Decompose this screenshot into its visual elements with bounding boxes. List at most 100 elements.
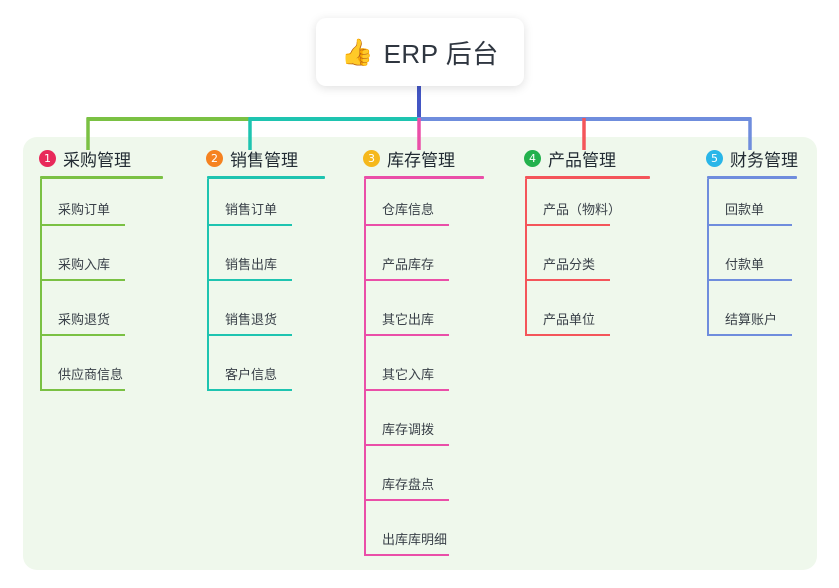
- leaf-rule: [364, 279, 449, 281]
- column-title: 财务管理: [730, 150, 798, 170]
- leaf-item[interactable]: 采购入库: [23, 234, 186, 289]
- leaf-rule: [40, 389, 125, 391]
- column-header-rule: [207, 176, 325, 179]
- column-spine: [525, 179, 527, 336]
- leaf-label: 库存调拨: [382, 422, 435, 437]
- leaf-rule: [707, 224, 792, 226]
- column-title: 产品管理: [548, 150, 616, 170]
- leaf-rule: [40, 334, 125, 336]
- leaf-item[interactable]: 其它出库: [347, 289, 507, 344]
- column-1: 1 采购管理采购订单采购入库采购退货供应商信息: [23, 146, 186, 399]
- column-2: 2 销售管理销售订单销售出库销售退货客户信息: [190, 146, 348, 399]
- column-header-rule: [40, 176, 163, 179]
- leaf-label: 采购入库: [58, 257, 111, 272]
- leaf-rule: [364, 334, 449, 336]
- leaf-rule: [364, 554, 449, 556]
- leaf-label: 采购退货: [58, 312, 111, 327]
- leaf-label: 产品（物料）: [543, 202, 622, 217]
- column-header-rule: [364, 176, 484, 179]
- column-spine: [207, 179, 209, 391]
- root-node-title: ERP 后台: [383, 38, 499, 69]
- leaf-item[interactable]: 采购退货: [23, 289, 186, 344]
- column-header-1[interactable]: 1 采购管理: [23, 146, 186, 170]
- leaf-label: 销售订单: [225, 202, 278, 217]
- leaf-item[interactable]: 其它入库: [347, 344, 507, 399]
- leaf-item[interactable]: 产品库存: [347, 234, 507, 289]
- leaf-item[interactable]: 结算账户: [690, 289, 820, 344]
- column-header-4[interactable]: 4 产品管理: [508, 146, 673, 170]
- column-5: 5 财务管理回款单付款单结算账户: [690, 146, 820, 344]
- leaf-item[interactable]: 销售订单: [190, 179, 348, 234]
- leaf-label: 其它入库: [382, 367, 435, 382]
- leaf-label: 供应商信息: [58, 367, 124, 382]
- leaf-item[interactable]: 仓库信息: [347, 179, 507, 234]
- leaf-list: 销售订单销售出库销售退货客户信息: [190, 179, 348, 399]
- leaf-item[interactable]: 供应商信息: [23, 344, 186, 399]
- leaf-label: 出库库明细: [382, 532, 448, 547]
- content-panel: [23, 137, 817, 570]
- leaf-label: 其它出库: [382, 312, 435, 327]
- root-node-card[interactable]: 👍 ERP 后台: [316, 18, 524, 86]
- column-badge-5: 5: [706, 149, 723, 167]
- column-title: 采购管理: [63, 150, 131, 170]
- leaf-list: 仓库信息产品库存其它出库其它入库库存调拨库存盘点出库库明细: [347, 179, 507, 564]
- leaf-item[interactable]: 付款单: [690, 234, 820, 289]
- column-header-rule: [525, 176, 650, 179]
- leaf-rule: [207, 224, 292, 226]
- column-spine: [707, 179, 709, 336]
- leaf-label: 客户信息: [225, 367, 278, 382]
- column-spine: [364, 179, 366, 556]
- leaf-list: 回款单付款单结算账户: [690, 179, 820, 344]
- leaf-rule: [364, 224, 449, 226]
- leaf-rule: [40, 279, 125, 281]
- column-title: 销售管理: [230, 150, 298, 170]
- leaf-label: 库存盘点: [382, 477, 435, 492]
- leaf-item[interactable]: 回款单: [690, 179, 820, 234]
- leaf-item[interactable]: 采购订单: [23, 179, 186, 234]
- leaf-label: 结算账户: [725, 312, 778, 327]
- leaf-label: 产品库存: [382, 257, 435, 272]
- leaf-list: 采购订单采购入库采购退货供应商信息: [23, 179, 186, 399]
- leaf-item[interactable]: 客户信息: [190, 344, 348, 399]
- column-spine: [40, 179, 42, 391]
- leaf-item[interactable]: 产品分类: [508, 234, 673, 289]
- leaf-rule: [525, 224, 610, 226]
- leaf-rule: [207, 334, 292, 336]
- leaf-list: 产品（物料） 产品分类产品单位: [508, 179, 673, 344]
- leaf-item[interactable]: 库存调拨: [347, 399, 507, 454]
- leaf-rule: [207, 279, 292, 281]
- leaf-item[interactable]: 出库库明细: [347, 509, 507, 564]
- column-badge-2: 2: [206, 149, 223, 167]
- column-badge-1: 1: [39, 149, 56, 167]
- leaf-rule: [364, 389, 449, 391]
- leaf-label: 销售退货: [225, 312, 278, 327]
- leaf-label: 仓库信息: [382, 202, 435, 217]
- leaf-label: 付款单: [725, 257, 765, 272]
- leaf-rule: [707, 334, 792, 336]
- leaf-label: 销售出库: [225, 257, 278, 272]
- column-4: 4 产品管理产品（物料） 产品分类产品单位: [508, 146, 673, 344]
- leaf-rule: [707, 279, 792, 281]
- column-badge-4: 4: [524, 149, 541, 167]
- leaf-rule: [40, 224, 125, 226]
- column-header-5[interactable]: 5 财务管理: [690, 146, 820, 170]
- column-header-rule: [707, 176, 797, 179]
- column-header-2[interactable]: 2 销售管理: [190, 146, 348, 170]
- leaf-item[interactable]: 销售出库: [190, 234, 348, 289]
- leaf-rule: [364, 499, 449, 501]
- leaf-rule: [364, 444, 449, 446]
- leaf-rule: [525, 334, 610, 336]
- leaf-rule: [207, 389, 292, 391]
- leaf-label: 回款单: [725, 202, 765, 217]
- leaf-item[interactable]: 库存盘点: [347, 454, 507, 509]
- column-badge-3: 3: [363, 149, 380, 167]
- leaf-item[interactable]: 销售退货: [190, 289, 348, 344]
- leaf-item[interactable]: 产品（物料）: [508, 179, 673, 234]
- leaf-item[interactable]: 产品单位: [508, 289, 673, 344]
- leaf-rule: [525, 279, 610, 281]
- leaf-label: 产品单位: [543, 312, 596, 327]
